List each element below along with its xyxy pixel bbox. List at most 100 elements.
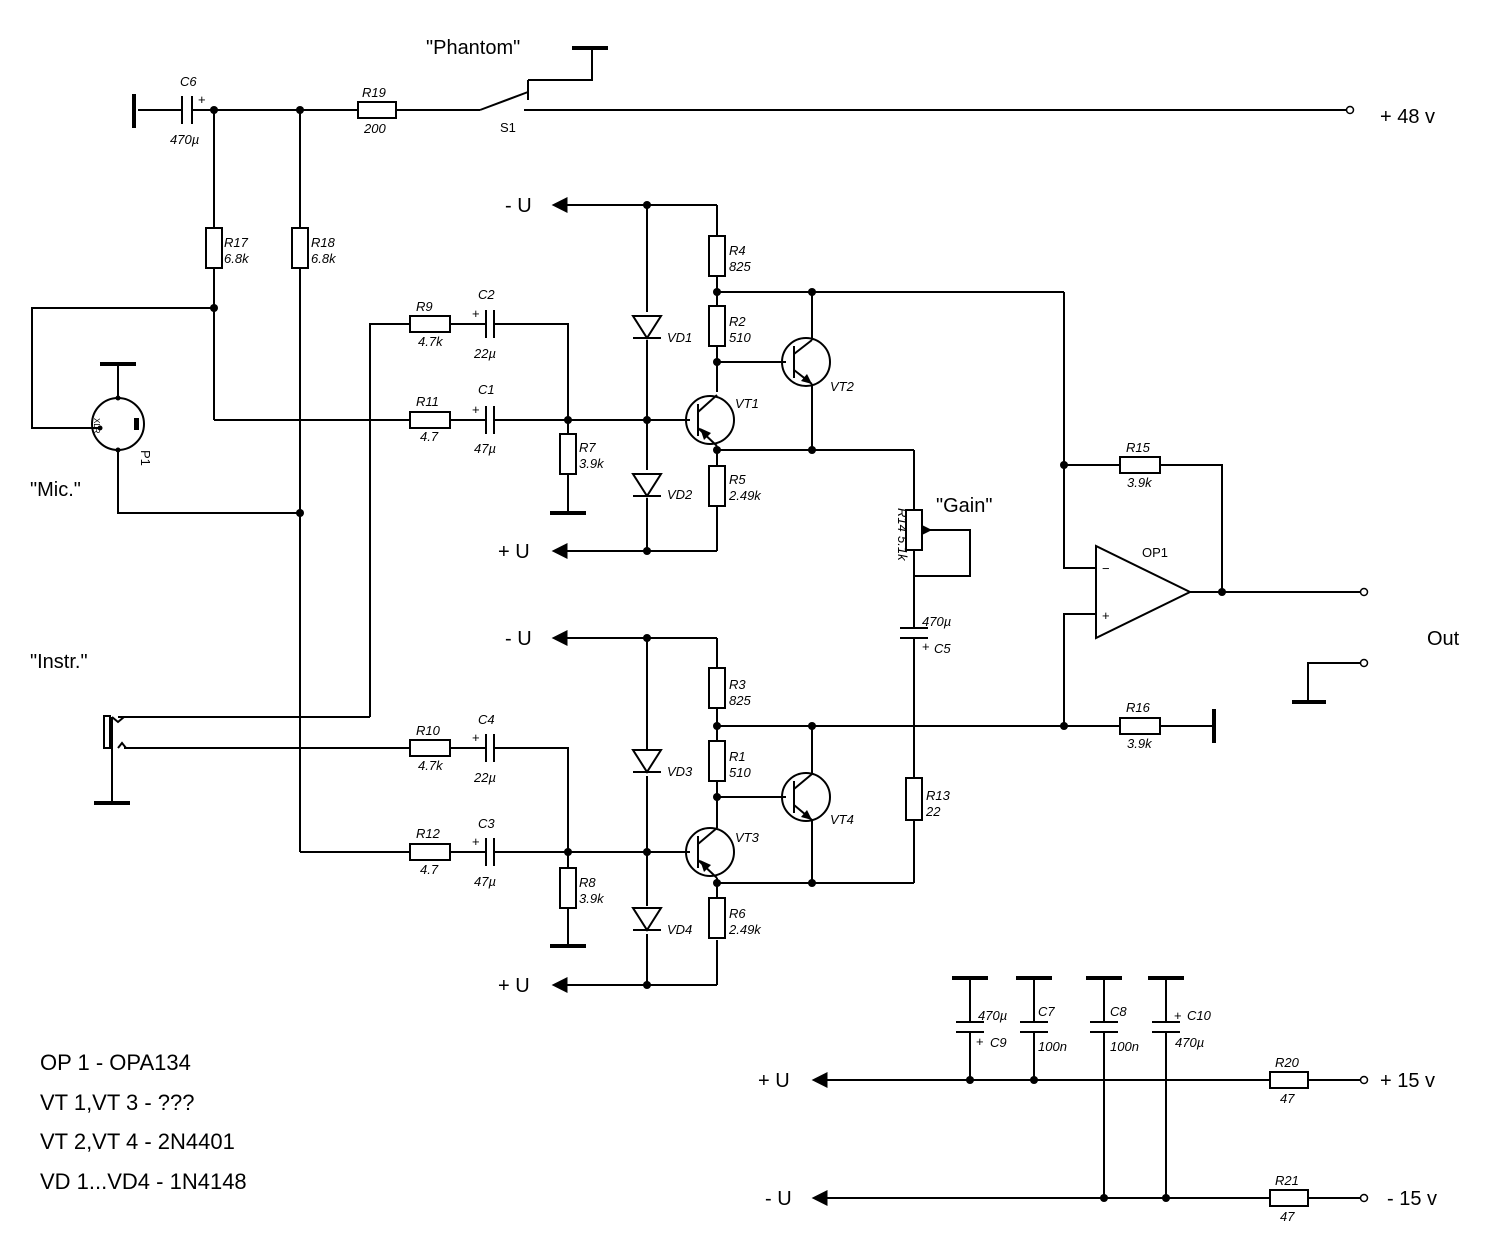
c2-value: 22µ xyxy=(473,346,496,361)
opamp-symbol xyxy=(1095,544,1193,640)
label-op1: OP1 xyxy=(1142,545,1168,560)
svg-text:+: + xyxy=(922,639,930,654)
label-m15: - 15 v xyxy=(1387,1188,1437,1210)
vd4-name: VD4 xyxy=(667,922,692,937)
r12-name: R12 xyxy=(416,826,441,841)
c6-name: C6 xyxy=(180,74,197,89)
r13-value: 22 xyxy=(925,804,941,819)
vt3-name: VT3 xyxy=(735,830,760,845)
c10-value: 470µ xyxy=(1175,1035,1204,1050)
r2-name: R2 xyxy=(729,314,746,329)
r18-name: R18 xyxy=(311,235,336,250)
label-instr: "Instr." xyxy=(30,651,88,673)
c3-value: 47µ xyxy=(474,874,496,889)
r6-value: 2.49k xyxy=(728,922,762,937)
label-s1: S1 xyxy=(500,120,516,135)
c7-name: C7 xyxy=(1038,1004,1055,1019)
capacitor-symbols xyxy=(181,96,1180,1033)
label-phantom: "Phantom" xyxy=(426,37,520,59)
vt4-name: VT4 xyxy=(830,812,854,827)
parts-list-item: VT 1,VT 3 - ??? xyxy=(40,1090,195,1115)
label-minus-u-psu: - U xyxy=(765,1188,792,1210)
c3-name: C3 xyxy=(478,816,495,831)
svg-text:+: + xyxy=(472,730,480,745)
r20-value: 47 xyxy=(1280,1091,1295,1106)
label-gain: "Gain" xyxy=(936,495,992,517)
r10-value: 4.7k xyxy=(418,758,444,773)
r8-name: R8 xyxy=(579,875,596,890)
r16-value: 3.9k xyxy=(1127,736,1153,751)
r1-value: 510 xyxy=(729,765,751,780)
label-plus-u-mid: + U xyxy=(498,541,530,563)
c5-value: 470µ xyxy=(922,614,951,629)
r7-name: R7 xyxy=(579,440,596,455)
c4-value: 22µ xyxy=(473,770,496,785)
svg-text:+: + xyxy=(976,1034,984,1049)
c9-value: 470µ xyxy=(978,1008,1007,1023)
r14-name: R14 xyxy=(895,508,910,532)
label-minus-u-top: - U xyxy=(505,195,532,217)
resistor-symbols xyxy=(205,101,1309,1207)
r1-name: R1 xyxy=(729,749,746,764)
parts-list-item: OP 1 - OPA134 xyxy=(40,1050,191,1075)
svg-text:+: + xyxy=(198,92,206,107)
diode-symbols xyxy=(631,315,663,932)
label-minus-u-lower: - U xyxy=(505,628,532,650)
label-op1-minus: − xyxy=(1102,561,1110,576)
label-p1: P1 xyxy=(138,450,153,466)
parts-list-item: VT 2,VT 4 - 2N4401 xyxy=(40,1129,235,1154)
label-mic: "Mic." xyxy=(30,479,81,501)
c8-value: 100n xyxy=(1110,1039,1139,1054)
jack-connector xyxy=(103,715,127,749)
svg-text:+: + xyxy=(1174,1008,1182,1023)
svg-text:+: + xyxy=(472,834,480,849)
c6-value: 470µ xyxy=(170,132,199,147)
vd1-name: VD1 xyxy=(667,330,692,345)
label-op1-plus: + xyxy=(1102,608,1110,623)
r18-value: 6.8k xyxy=(311,251,337,266)
c1-name: C1 xyxy=(478,382,495,397)
r10-name: R10 xyxy=(416,723,441,738)
vt1-name: VT1 xyxy=(735,396,759,411)
r20-name: R20 xyxy=(1275,1055,1300,1070)
label-out: Out xyxy=(1427,628,1460,650)
label-p15: + 15 v xyxy=(1380,1070,1435,1092)
label-xlr: XLR xyxy=(92,418,101,434)
r2-value: 510 xyxy=(729,330,751,345)
svg-text:+: + xyxy=(472,306,480,321)
r15-value: 3.9k xyxy=(1127,475,1153,490)
r5-value: 2.49k xyxy=(728,488,762,503)
c4-name: C4 xyxy=(478,712,495,727)
r3-name: R3 xyxy=(729,677,746,692)
r17-value: 6.8k xyxy=(224,251,250,266)
r5-name: R5 xyxy=(729,472,746,487)
c7-value: 100n xyxy=(1038,1039,1067,1054)
polarity-marks: + + + + + + + + xyxy=(198,92,1182,1049)
terminals xyxy=(1345,105,1369,1203)
junction-dots xyxy=(210,106,1226,1202)
r4-name: R4 xyxy=(729,243,746,258)
r15-name: R15 xyxy=(1126,440,1151,455)
vd3-name: VD3 xyxy=(667,764,693,779)
label-plus-u-psu: + U xyxy=(758,1070,790,1092)
r16-name: R16 xyxy=(1126,700,1151,715)
label-p48: + 48 v xyxy=(1380,106,1435,128)
r19-value: 200 xyxy=(363,121,386,136)
c5-name: C5 xyxy=(934,641,951,656)
r21-value: 47 xyxy=(1280,1209,1295,1224)
c2-name: C2 xyxy=(478,287,495,302)
r19-name: R19 xyxy=(362,85,386,100)
r9-name: R9 xyxy=(416,299,433,314)
transistor-symbols xyxy=(685,337,831,879)
r13-name: R13 xyxy=(926,788,951,803)
c10-name: C10 xyxy=(1187,1008,1212,1023)
r7-value: 3.9k xyxy=(579,456,605,471)
r3-value: 825 xyxy=(729,693,751,708)
vd2-name: VD2 xyxy=(667,487,693,502)
vt2-name: VT2 xyxy=(830,379,855,394)
xlr-connector xyxy=(91,395,145,453)
r11-value: 4.7 xyxy=(420,429,439,444)
r4-value: 825 xyxy=(729,259,751,274)
r14-value: 5.1k xyxy=(895,536,910,562)
